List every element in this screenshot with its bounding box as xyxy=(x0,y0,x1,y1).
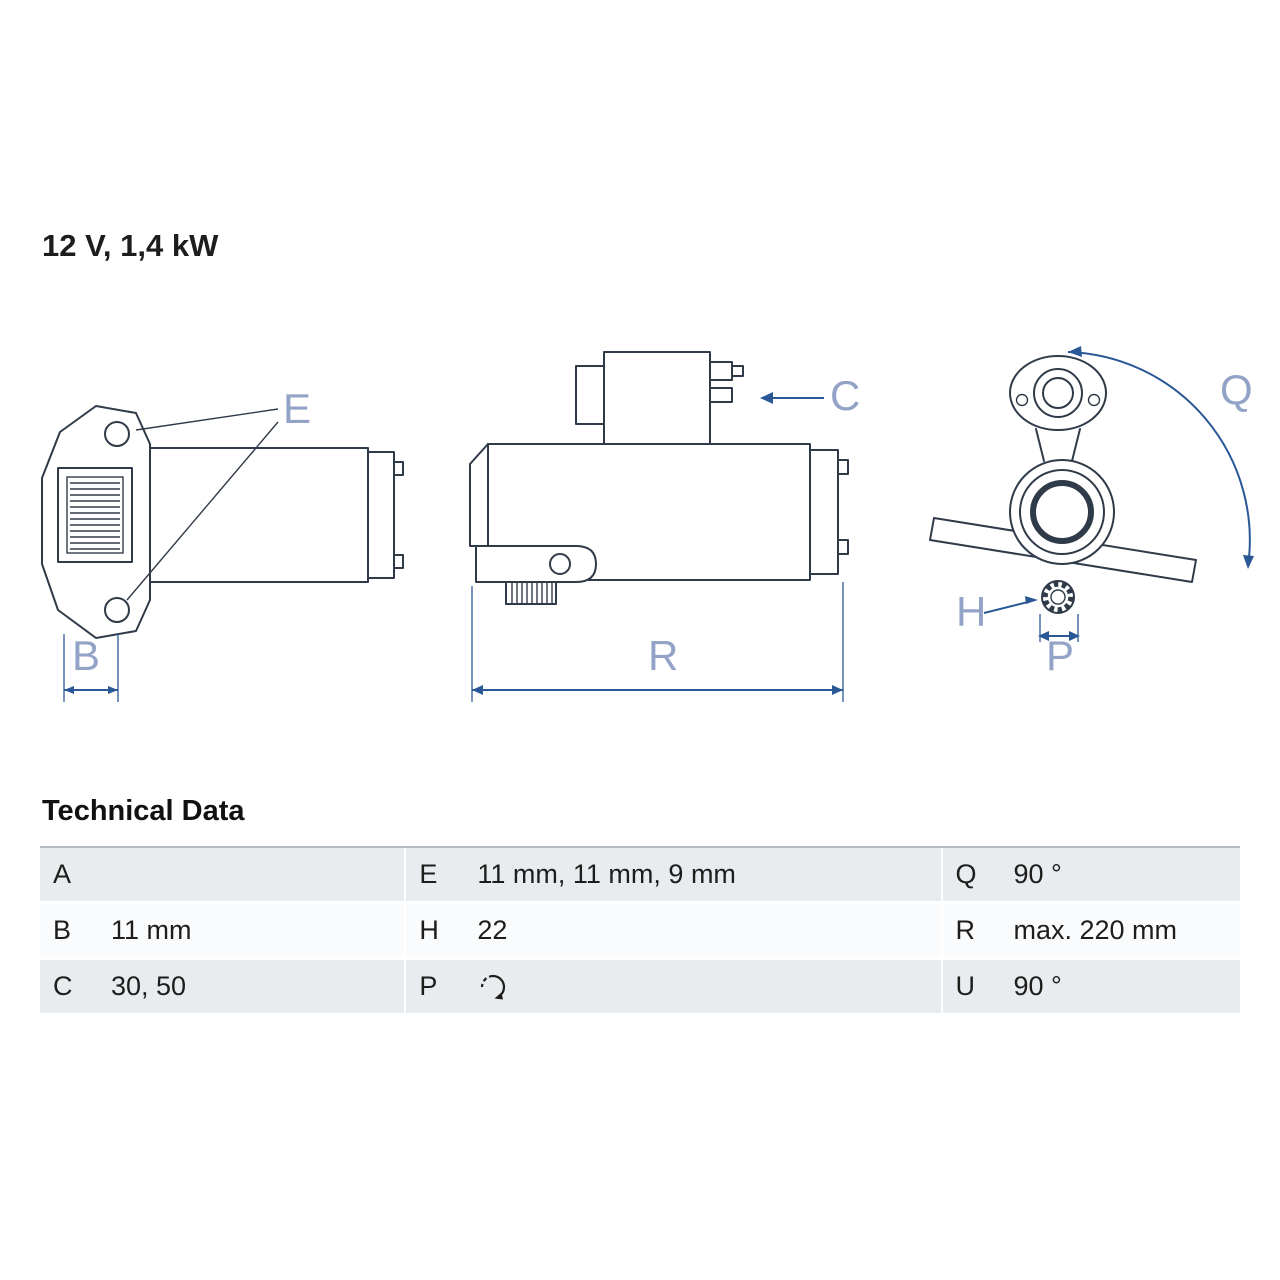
tech-cell-value: 90 ° xyxy=(1013,971,1062,1001)
tech-cell: E 11 mm, 11 mm, 9 mm xyxy=(404,848,940,901)
flange-hole-top xyxy=(104,421,130,447)
tech-cell-value: 11 mm xyxy=(111,915,192,945)
tech-cell: P xyxy=(404,960,940,1013)
tech-cell-key: H xyxy=(419,915,439,945)
technical-data-title: Technical Data xyxy=(42,795,245,827)
flange-hole-bottom xyxy=(104,597,130,623)
dim-label-e: E xyxy=(283,385,311,432)
tech-cell-value xyxy=(467,971,509,1003)
tech-cell-key: Q xyxy=(955,859,977,889)
end-view-drawing: E B xyxy=(41,385,404,702)
dim-label-c: C xyxy=(830,372,860,419)
tech-row: C 30, 50 P U 90 ° xyxy=(40,960,1240,1013)
dim-label-p: P xyxy=(1046,632,1074,679)
tech-cell-key: C xyxy=(53,971,73,1001)
tech-cell-value: 30, 50 xyxy=(111,971,187,1001)
dim-label-h: H xyxy=(956,588,986,635)
technical-data-table: A E 11 mm, 11 mm, 9 mm Q 90 ° B 11 mm H … xyxy=(40,846,1240,1016)
dim-label-b: B xyxy=(72,632,100,679)
product-spec: 12 V, 1,4 kW xyxy=(42,228,219,263)
tech-cell: U 90 ° xyxy=(940,960,1241,1013)
tech-cell: Q 90 ° xyxy=(940,848,1241,901)
tech-cell-key: E xyxy=(419,859,438,889)
tech-cell-value: 22 xyxy=(477,915,508,945)
tech-cell-value: 90 ° xyxy=(1013,859,1062,889)
tech-cell: H 22 xyxy=(404,904,940,957)
tech-row: B 11 mm H 22 R max. 220 mm xyxy=(40,904,1240,957)
side-view-drawing: C R xyxy=(469,351,860,702)
tech-cell: B 11 mm xyxy=(40,904,404,957)
tech-cell: R max. 220 mm xyxy=(940,904,1241,957)
tech-cell: C 30, 50 xyxy=(40,960,404,1013)
clockwise-rotation-icon xyxy=(481,974,506,999)
dim-label-r: R xyxy=(648,632,678,679)
tech-cell-value: 11 mm, 11 mm, 9 mm xyxy=(477,859,736,889)
tech-cell: A xyxy=(40,848,404,901)
spline-teeth xyxy=(511,582,553,604)
tech-cell-key: A xyxy=(53,859,72,889)
tech-row: A E 11 mm, 11 mm, 9 mm Q 90 ° xyxy=(40,848,1240,901)
tech-cell-key: B xyxy=(53,915,72,945)
technical-drawings: E B xyxy=(41,346,1254,702)
tech-cell-key: P xyxy=(419,971,438,1001)
dim-label-q: Q xyxy=(1220,366,1253,413)
tech-cell-key: U xyxy=(955,971,976,1001)
hatch-lines xyxy=(70,482,120,550)
front-view-drawing: Q H P xyxy=(929,346,1254,679)
tech-cell-value: max. 220 mm xyxy=(1013,915,1178,945)
tech-cell-key: R xyxy=(955,915,976,945)
